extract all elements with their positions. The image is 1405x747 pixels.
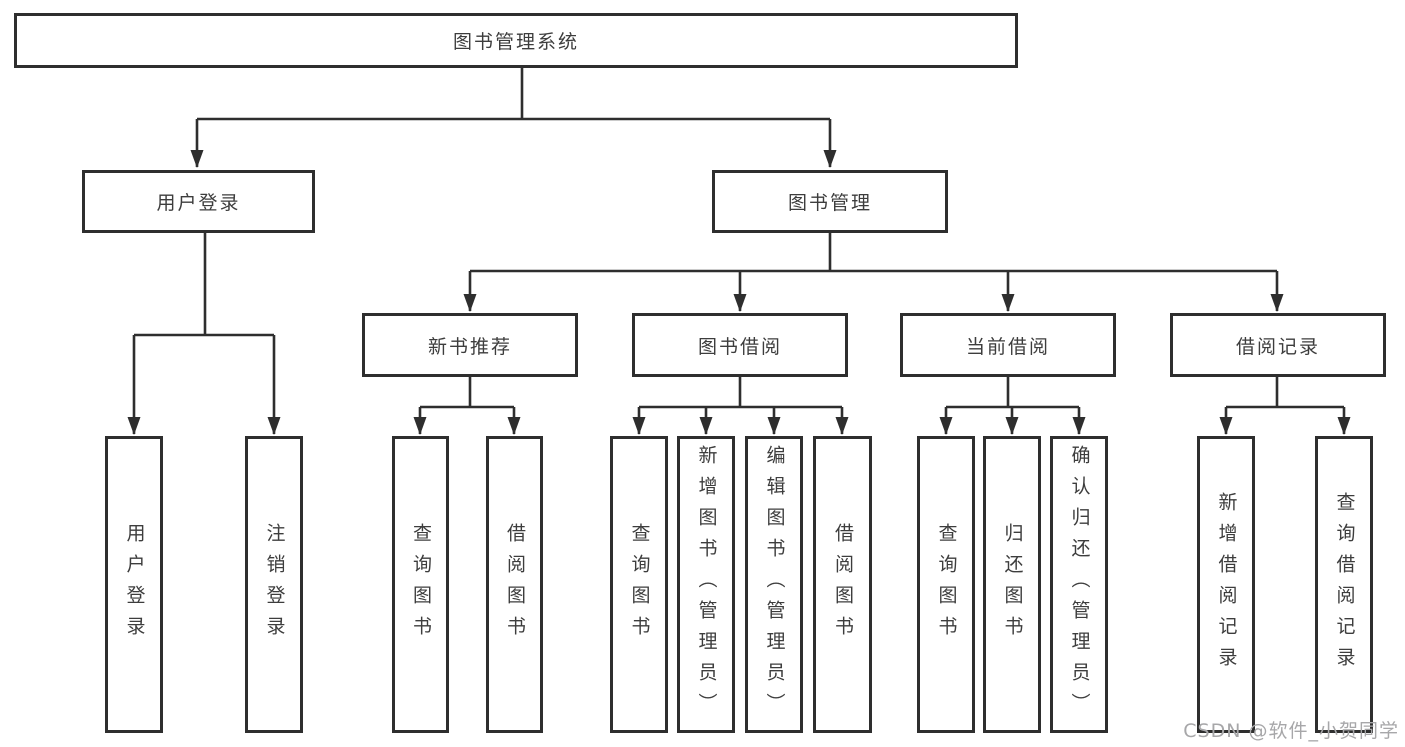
connector-new-book-group [413,377,521,435]
node-leaf-user-login: 用户登录 [105,436,163,733]
node-leaf-borrow-book-recommend: 借阅图书 [486,436,543,733]
node-book-borrowing: 图书借阅 [632,313,848,377]
node-leaf-query-book-current: 查询图书 [917,436,975,733]
node-leaf-add-book-admin: 新增图书（管理员） [677,436,735,733]
connector-current-borrowing-group [939,377,1086,435]
node-leaf-add-borrow-record: 新增借阅记录 [1197,436,1255,733]
node-leaf-query-book-recommend: 查询图书 [392,436,449,733]
node-library-management-system: 图书管理系统 [14,13,1018,68]
node-leaf-return-book: 归还图书 [983,436,1041,733]
node-new-book-recommend: 新书推荐 [362,313,578,377]
connector-book-management-group [463,233,1284,312]
node-leaf-edit-book-admin: 编辑图书（管理员） [745,436,803,733]
connector-user-login-group [127,233,281,435]
connector-book-borrowing-group [632,377,849,435]
node-leaf-query-borrow-record: 查询借阅记录 [1315,436,1373,733]
connector-borrowing-records-group [1219,377,1351,435]
node-leaf-query-book-borrowing: 查询图书 [610,436,668,733]
node-borrowing-records: 借阅记录 [1170,313,1386,377]
node-leaf-borrow-book: 借阅图书 [813,436,872,733]
connector-root-to-level1 [190,68,837,168]
csdn-watermark: CSDN @软件_小贺同学 [1183,720,1399,742]
node-leaf-confirm-return-admin: 确认归还（管理员） [1050,436,1108,733]
node-book-management: 图书管理 [712,170,948,233]
node-leaf-logout: 注销登录 [245,436,303,733]
node-current-borrowing: 当前借阅 [900,313,1116,377]
node-user-login: 用户登录 [82,170,315,233]
